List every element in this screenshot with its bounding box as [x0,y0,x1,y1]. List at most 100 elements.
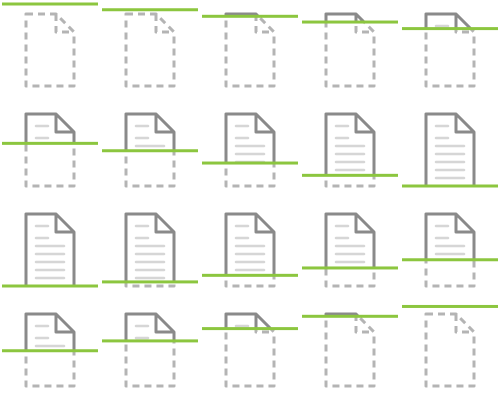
document-fold [454,214,474,234]
sprite-frame-15 [402,212,498,288]
document-icon [424,12,476,88]
document-outline-scanned [324,12,367,23]
scan-line [402,27,498,31]
document-outline-pending [124,12,176,88]
scan-line [102,149,198,153]
document-outline-scanned [324,212,376,268]
document-fold [254,16,274,34]
scan-line [102,339,198,343]
document-outline-scanned [124,312,176,341]
document-outline-scanned [426,314,474,386]
document-icon [24,312,76,388]
document-fold [54,114,74,134]
document-fold [254,328,274,334]
document-icon [24,212,76,288]
sprite-frame-14 [302,212,398,288]
sprite-frame-20 [402,304,498,388]
sprite-frame-11 [2,212,98,288]
document-outline-scanned [24,112,76,144]
document-icon [424,212,476,288]
scan-line [402,184,498,188]
document-fold [454,28,474,34]
document-fold [354,214,374,234]
document-outline-pending [124,340,176,388]
sprite-frame-2 [102,8,198,88]
scan-line [302,314,398,318]
sprite-frame-18 [202,312,298,388]
scan-line [202,14,298,18]
sprite-frame-8 [202,112,298,188]
document-outline-pending [224,16,276,88]
sprite-frame-10 [402,112,498,188]
sprite-frame-12 [102,212,198,288]
document-fold [354,14,358,23]
document-icon [224,112,276,188]
document-outline-scanned [224,312,273,329]
document-outline-scanned [124,112,176,151]
document-fold [154,214,174,234]
sprite-frame-16 [2,312,98,388]
document-fold [454,114,474,134]
document-outline-scanned [424,112,476,186]
scan-line [402,258,498,262]
scan-line [2,2,98,6]
document-fold [54,214,74,234]
document-outline-pending [24,12,76,88]
document-icon [124,12,176,88]
document-outline-scanned [424,212,476,260]
document-outline-pending [124,150,176,188]
document-fold [154,114,174,134]
document-outline-scanned [424,12,473,29]
document-icon [24,112,76,188]
scan-line [2,284,98,288]
document-fold [454,314,474,334]
document-fold [354,316,374,334]
sprite-frame-6 [2,112,98,188]
document-fold [254,114,274,134]
document-outline-pending [324,267,376,288]
document-fold [354,22,374,34]
document-icon [324,12,376,88]
document-fold [154,314,174,334]
scan-line [202,161,298,165]
document-icon [124,112,176,188]
scan-line [102,8,198,12]
document-fold [454,14,458,29]
sprite-frame-7 [102,112,198,188]
document-outline-scanned [324,312,361,317]
document-fold [254,314,258,329]
document-fold [254,214,274,234]
scan-line [2,141,98,145]
document-outline-pending [24,350,76,388]
document-fold [354,114,374,134]
document-outline-pending [424,28,476,88]
document-icon [124,212,176,288]
sprite-frame-13 [202,212,298,288]
scan-line [102,280,198,284]
document-icon [424,112,476,188]
document-fold [54,314,74,334]
document-icon [24,12,76,88]
document-icon [224,312,276,388]
document-fold [54,14,74,34]
document-outline-scanned [26,14,74,86]
document-fold [154,14,174,34]
sprite-frame-4 [302,12,398,88]
scan-line [2,349,98,353]
sprite-frame-3 [202,12,298,88]
document-icon [424,312,476,388]
document-outline-scanned [124,212,176,282]
document-outline-pending [224,163,276,188]
document-outline-pending [424,312,476,388]
document-outline-pending [324,22,376,88]
scan-line [202,327,298,331]
sprite-frame-1 [2,2,98,88]
scan-line [402,304,498,308]
document-outline-scanned [126,14,174,86]
document-outline-scanned [224,12,261,17]
scan-line [302,173,398,177]
document-outline-scanned [24,312,76,351]
document-outline-pending [424,259,476,288]
document-outline-pending [24,143,76,188]
